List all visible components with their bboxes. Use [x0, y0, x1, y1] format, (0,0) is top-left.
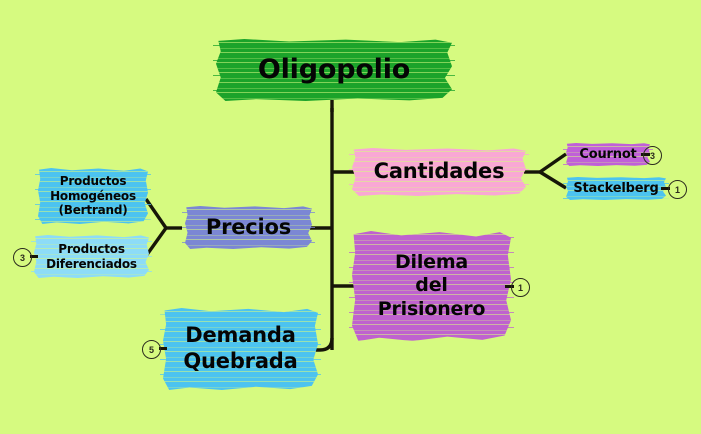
badge-stem-diferenciados [30, 255, 38, 258]
node-label-homogeneos-line3: (Bertrand) [58, 203, 128, 218]
badge-count-dilema[interactable]: 1 [511, 278, 530, 297]
badge-stem-stackelberg [661, 187, 670, 190]
badge-value-demanda: 5 [148, 344, 154, 355]
badge-stem-dilema [505, 285, 514, 288]
fork-to-stackelberg [539, 170, 567, 190]
node-label-dilema-line2: del [415, 274, 448, 297]
node-productos-diferenciados[interactable]: Productos Diferenciados [34, 235, 149, 278]
node-label-homogeneos-line2: Homogéneos [50, 188, 136, 203]
badge-count-stackelberg[interactable]: 1 [668, 180, 687, 199]
node-label-demanda-line1: Demanda [185, 323, 296, 348]
node-label-homogeneos-line1: Productos [59, 174, 127, 189]
node-label-dilema-line1: Dilema [394, 251, 469, 274]
node-cournot[interactable]: Cournot [566, 143, 650, 166]
node-label-cantidades: Cantidades [373, 159, 505, 184]
badge-value-cournot: 3 [649, 150, 655, 161]
node-label-diferenciados-line2: Diferenciados [46, 256, 137, 271]
badge-value-diferenciados: 3 [19, 252, 25, 263]
fork-to-cournot [539, 152, 567, 174]
badge-count-diferenciados[interactable]: 3 [13, 248, 32, 267]
node-label-diferenciados-line1: Productos [58, 241, 125, 256]
node-label-demanda-line2: Quebrada [183, 349, 298, 373]
node-precios[interactable]: Precios [185, 206, 312, 249]
badge-value-stackelberg: 1 [674, 184, 680, 195]
node-label-oligopolio: Oligopolio [257, 53, 411, 85]
node-productos-homogeneos[interactable]: Productos Homogéneos (Bertrand) [38, 168, 148, 224]
node-demanda-quebrada[interactable]: Demanda Quebrada [163, 308, 318, 390]
node-cantidades[interactable]: Cantidades [352, 148, 526, 196]
node-label-dilema-line3: Prisionero [377, 297, 486, 320]
node-label-precios: Precios [205, 214, 292, 239]
badge-value-dilema: 1 [517, 282, 523, 293]
badge-stem-demanda [159, 347, 167, 350]
node-dilema-del-prisionero[interactable]: Dilema del Prisionero [352, 231, 511, 341]
node-stackelberg[interactable]: Stackelberg [566, 177, 666, 200]
node-oligopolio[interactable]: Oligopolio [216, 39, 452, 101]
badge-count-demanda[interactable]: 5 [142, 340, 161, 359]
node-label-stackelberg: Stackelberg [573, 180, 659, 196]
badge-count-cournot[interactable]: 3 [643, 146, 662, 165]
node-label-cournot: Cournot [579, 146, 637, 162]
